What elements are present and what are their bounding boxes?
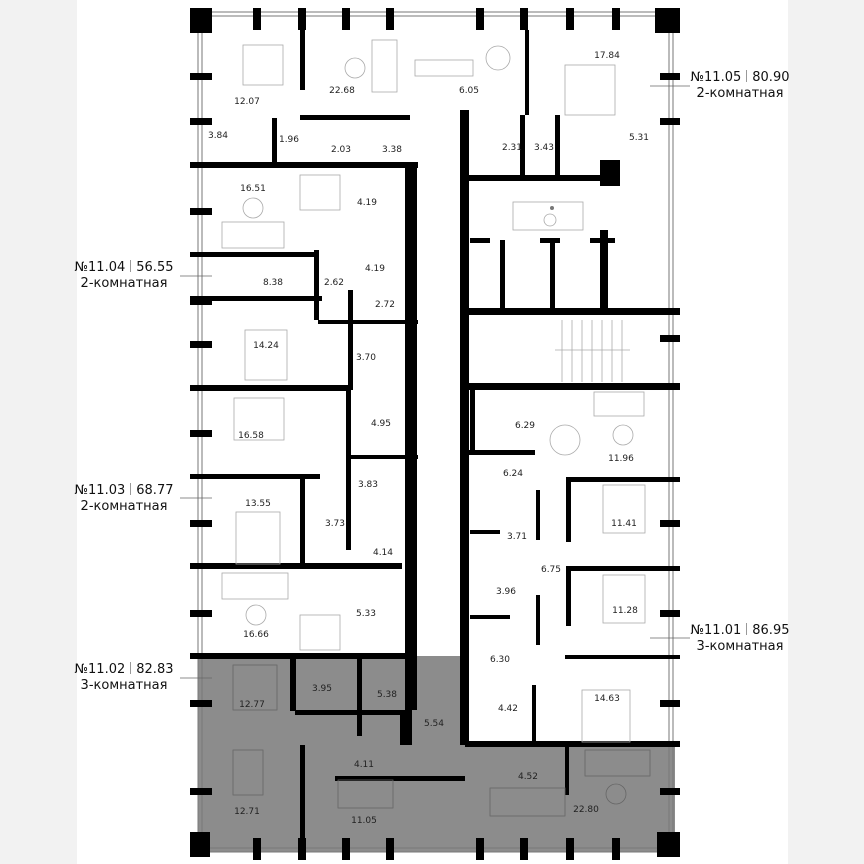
apartment-area: 68.77: [136, 483, 174, 498]
apartment-type: 2-комнатная: [80, 276, 168, 291]
apartment-type: 3-комнатная: [80, 678, 168, 693]
apartment-callout-11-01[interactable]: №11.01 86.95 3-комнатная: [690, 623, 790, 655]
room-area: 11.41: [611, 519, 637, 529]
room-labels: 12.07 22.68 6.05 17.84 3.84 1.96 2.03 3.…: [208, 51, 649, 826]
room-area: 3.43: [534, 143, 554, 153]
room-area: 6.75: [541, 565, 561, 575]
room-area: 5.31: [629, 133, 649, 143]
apartment-type: 3-комнатная: [696, 639, 784, 654]
apartment-type: 2-комнатная: [80, 499, 168, 514]
room-area: 6.30: [490, 655, 510, 665]
room-area: 17.84: [594, 51, 620, 61]
room-area: 3.70: [356, 353, 376, 363]
room-area: 16.58: [238, 431, 264, 441]
room-area: 12.77: [239, 700, 265, 710]
room-area: 3.96: [496, 587, 516, 597]
apartment-11-02-highlight[interactable]: [198, 656, 675, 852]
room-area: 3.84: [208, 131, 228, 141]
apartment-number: №11.02: [74, 662, 126, 677]
walls: [190, 8, 680, 860]
staircase: [555, 320, 630, 382]
room-area: 4.19: [365, 264, 385, 274]
room-area: 11.28: [612, 606, 638, 616]
room-area: 5.33: [356, 609, 376, 619]
room-area: 3.73: [325, 519, 345, 529]
room-area: 6.05: [459, 86, 479, 96]
room-area: 22.80: [573, 805, 599, 815]
apartment-callout-11-05[interactable]: №11.05 80.90 2-комнатная: [690, 70, 790, 102]
room-area: 16.51: [240, 184, 266, 194]
room-area: 5.38: [377, 690, 397, 700]
room-area: 5.54: [424, 719, 444, 729]
apartment-area: 86.95: [752, 623, 790, 638]
room-area: 11.96: [608, 454, 634, 464]
room-area: 4.52: [518, 772, 538, 782]
apartment-callout-11-04[interactable]: №11.04 56.55 2-комнатная: [74, 260, 174, 292]
furniture: [221, 39, 651, 817]
apartment-type: 2-комнатная: [696, 86, 784, 101]
room-area: 14.24: [253, 341, 279, 351]
room-area: 2.62: [324, 278, 344, 288]
apartment-number: №11.04: [74, 260, 126, 275]
room-area: 6.29: [515, 421, 535, 431]
apartment-area: 82.83: [136, 662, 174, 677]
wheelchair-icon: [512, 201, 584, 231]
apartment-number: №11.03: [74, 483, 126, 498]
room-area: 11.05: [351, 816, 377, 826]
apartment-callout-11-03[interactable]: №11.03 68.77 2-комнатная: [74, 483, 174, 515]
room-area: 3.71: [507, 532, 527, 542]
apartment-number: №11.05: [690, 70, 742, 85]
room-area: 14.63: [594, 694, 620, 704]
room-area: 22.68: [329, 86, 355, 96]
room-area: 2.72: [375, 300, 395, 310]
room-area: 4.19: [357, 198, 377, 208]
room-area: 3.83: [358, 480, 378, 490]
room-area: 4.42: [498, 704, 518, 714]
room-area: 12.71: [234, 807, 260, 817]
room-area: 12.07: [234, 97, 260, 107]
apartment-area: 56.55: [136, 260, 174, 275]
apartment-number: №11.01: [690, 623, 742, 638]
apartment-area: 80.90: [752, 70, 790, 85]
room-area: 16.66: [243, 630, 269, 640]
room-area: 2.03: [331, 145, 351, 155]
room-area: 8.38: [263, 278, 283, 288]
room-area: 4.95: [371, 419, 391, 429]
room-area: 4.11: [354, 760, 374, 770]
room-area: 3.95: [312, 684, 332, 694]
room-area: 2.31: [502, 143, 522, 153]
callout-leaders: [180, 85, 690, 679]
room-area: 4.14: [373, 548, 393, 558]
room-area: 1.96: [279, 135, 299, 145]
room-area: 3.38: [382, 145, 402, 155]
apartment-callout-11-02[interactable]: №11.02 82.83 3-комнатная: [74, 662, 174, 694]
room-area: 6.24: [503, 469, 523, 479]
room-area: 13.55: [245, 499, 271, 509]
